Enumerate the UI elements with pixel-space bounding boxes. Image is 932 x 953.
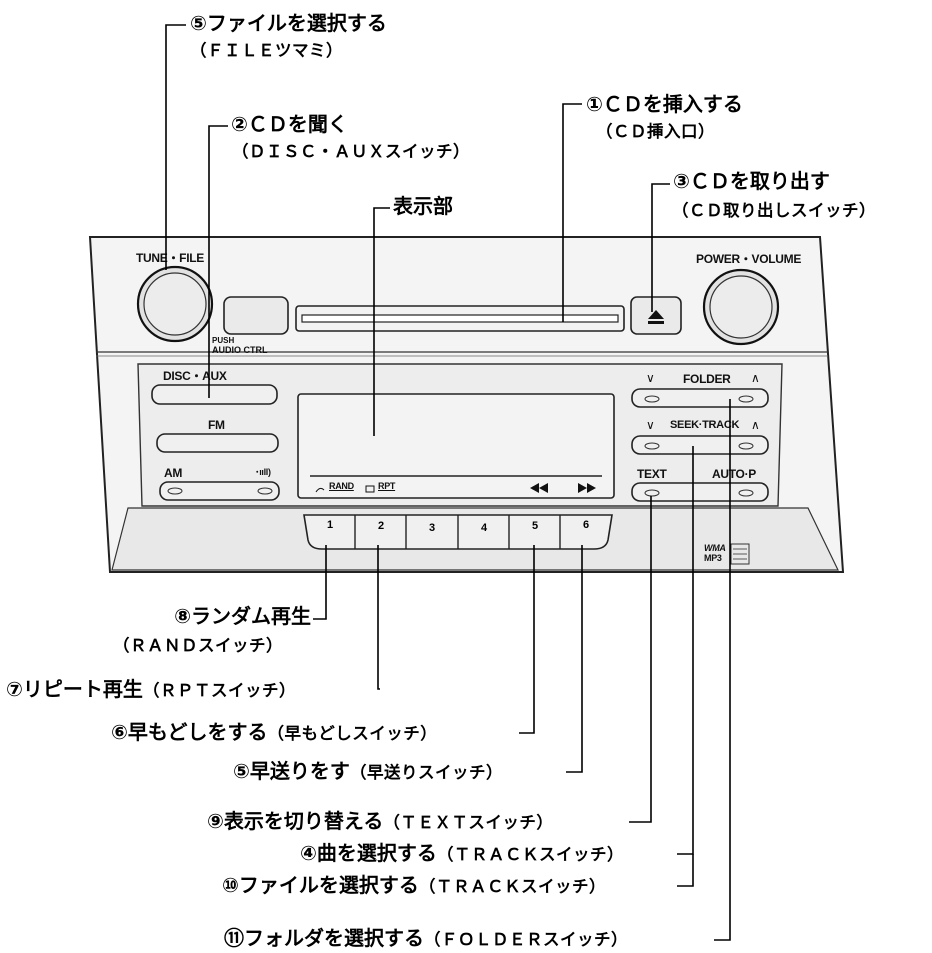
fast-forward-icon (578, 483, 596, 493)
am-button (159, 481, 280, 501)
callout-track-song: ④曲を選択する（ＴＲＡＣＫスイッチ） (300, 843, 624, 864)
callout-track-file: ⑩ファイルを選択する（ＴＲＡＣＫスイッチ） (222, 875, 606, 896)
preset-button-2[interactable]: 2 (378, 520, 385, 532)
am-label: AM (164, 466, 183, 480)
callout-repeat-title: ⑦リピート再生 (6, 677, 143, 701)
leader-text (629, 496, 652, 823)
auto-p-label: AUTO·P (712, 467, 756, 481)
leader-insert-cd (562, 103, 582, 322)
preset-button-1[interactable]: 1 (327, 519, 334, 531)
leader-repeat (377, 545, 380, 690)
track-up-arrow: ∧ (751, 418, 760, 432)
leader-folder (714, 399, 731, 941)
seek-track-label: SEEK·TRACK (670, 419, 740, 431)
leader-random (313, 545, 327, 620)
push-label: PUSH (212, 336, 235, 345)
compact-disc-logo (730, 543, 750, 565)
fm-button (156, 433, 279, 453)
leader-track-file (677, 854, 694, 887)
leader-display (373, 207, 390, 436)
disc-aux-label: DISC・AUX (163, 369, 227, 383)
display-window (297, 393, 615, 499)
callout-file-knob-title: ⑤ファイルを選択する (190, 11, 387, 35)
callout-track-song-title: ④曲を選択する (300, 841, 437, 865)
signal-strength-icon: ･ııll) (255, 467, 271, 477)
callout-track-file-title: ⑩ファイルを選択する (222, 873, 419, 897)
display-rpt-indicator: RPT (378, 481, 396, 491)
callout-folder-title: ⑪フォルダを選択する (224, 926, 424, 950)
callout-rewind-sub: （早もどしスイッチ） (267, 724, 438, 743)
callout-track-song-sub: （ＴＲＡＣＫスイッチ） (436, 845, 624, 864)
callout-eject-sub: （ＣＤ取り出しスイッチ） (672, 201, 876, 220)
folder-label: FOLDER (683, 372, 731, 386)
callout-rewind: ⑥早もどしをする（早もどしスイッチ） (111, 722, 437, 743)
callout-insert-cd-sub: （ＣＤ挿入口） (596, 122, 715, 141)
wma-logo: WMA (704, 543, 726, 553)
leader-file-knob (165, 24, 186, 270)
leader-track-song (677, 446, 694, 855)
leader-eject (651, 183, 670, 312)
text-autop-button (631, 482, 769, 502)
callout-rewind-title: ⑥早もどしをする (111, 720, 268, 744)
preset-button-3[interactable]: 3 (429, 522, 436, 534)
callout-repeat: ⑦リピート再生（ＲＰＴスイッチ） (6, 679, 296, 700)
callout-text-switch-title: ⑨表示を切り替える (207, 809, 384, 833)
power-volume-label: POWER・VOLUME (696, 252, 802, 266)
audio-ctrl-label: AUDIO CTRL (212, 345, 268, 355)
preset-button-6[interactable]: 6 (583, 519, 590, 531)
callout-eject-title: ③ＣＤを取り出す (673, 169, 830, 193)
leader-disc-aux (208, 125, 228, 398)
callout-random-title: ⑧ランダム再生 (174, 604, 311, 628)
track-down-arrow: ∨ (646, 418, 655, 432)
callout-insert-cd-title: ①ＣＤを挿入する (586, 92, 743, 116)
callout-random-sub: （ＲＡＮＤスイッチ） (113, 636, 283, 655)
callout-track-file-sub: （ＴＲＡＣＫスイッチ） (418, 877, 606, 896)
text-label: TEXT (637, 467, 667, 481)
callout-ff-sub: （早送りスイッチ） (349, 763, 503, 782)
preset-button-4[interactable]: 4 (481, 522, 488, 534)
leader-rewind (519, 545, 535, 734)
display-rand-indicator: RAND (329, 481, 354, 491)
callout-ff: ⑤早送りをす（早送りスイッチ） (233, 761, 503, 782)
callout-text-switch: ⑨表示を切り替える（ＴＥＸＴスイッチ） (207, 811, 553, 832)
callout-display-title: 表示部 (393, 194, 453, 218)
fm-label: FM (208, 418, 225, 432)
callout-folder-sub: （ＦＯＬＤＥＲスイッチ） (424, 930, 628, 949)
preset-button-5[interactable]: 5 (532, 520, 539, 532)
seek-track-button (631, 435, 769, 455)
callout-text-switch-sub: （ＴＥＸＴスイッチ） (383, 813, 554, 832)
folder-up-arrow: ∧ (751, 371, 760, 385)
eject-icon (648, 310, 664, 319)
callout-folder: ⑪フォルダを選択する（ＦＯＬＤＥＲスイッチ） (224, 928, 628, 949)
leader-ff (566, 545, 583, 773)
callout-ff-title: ⑤早送りをす (233, 759, 350, 783)
tune-file-label: TUNE・FILE (136, 251, 204, 265)
power-volume-knob[interactable] (702, 268, 780, 346)
tune-file-knob[interactable] (136, 265, 214, 343)
callout-listen-cd-title: ②ＣＤを聞く (231, 112, 348, 136)
disc-aux-button (151, 384, 278, 405)
folder-down-arrow: ∨ (646, 371, 655, 385)
rewind-icon (530, 483, 548, 493)
callout-file-knob-sub: （ＦＩＬＥツマミ） (190, 41, 343, 60)
callout-listen-cd-sub: （ＤＩＳＣ・ＡＵＸスイッチ） (232, 142, 470, 161)
folder-button (631, 388, 769, 408)
callout-repeat-sub: （ＲＰＴスイッチ） (142, 681, 296, 700)
mp3-logo: MP3 (704, 553, 722, 563)
eject-button[interactable] (630, 296, 682, 335)
